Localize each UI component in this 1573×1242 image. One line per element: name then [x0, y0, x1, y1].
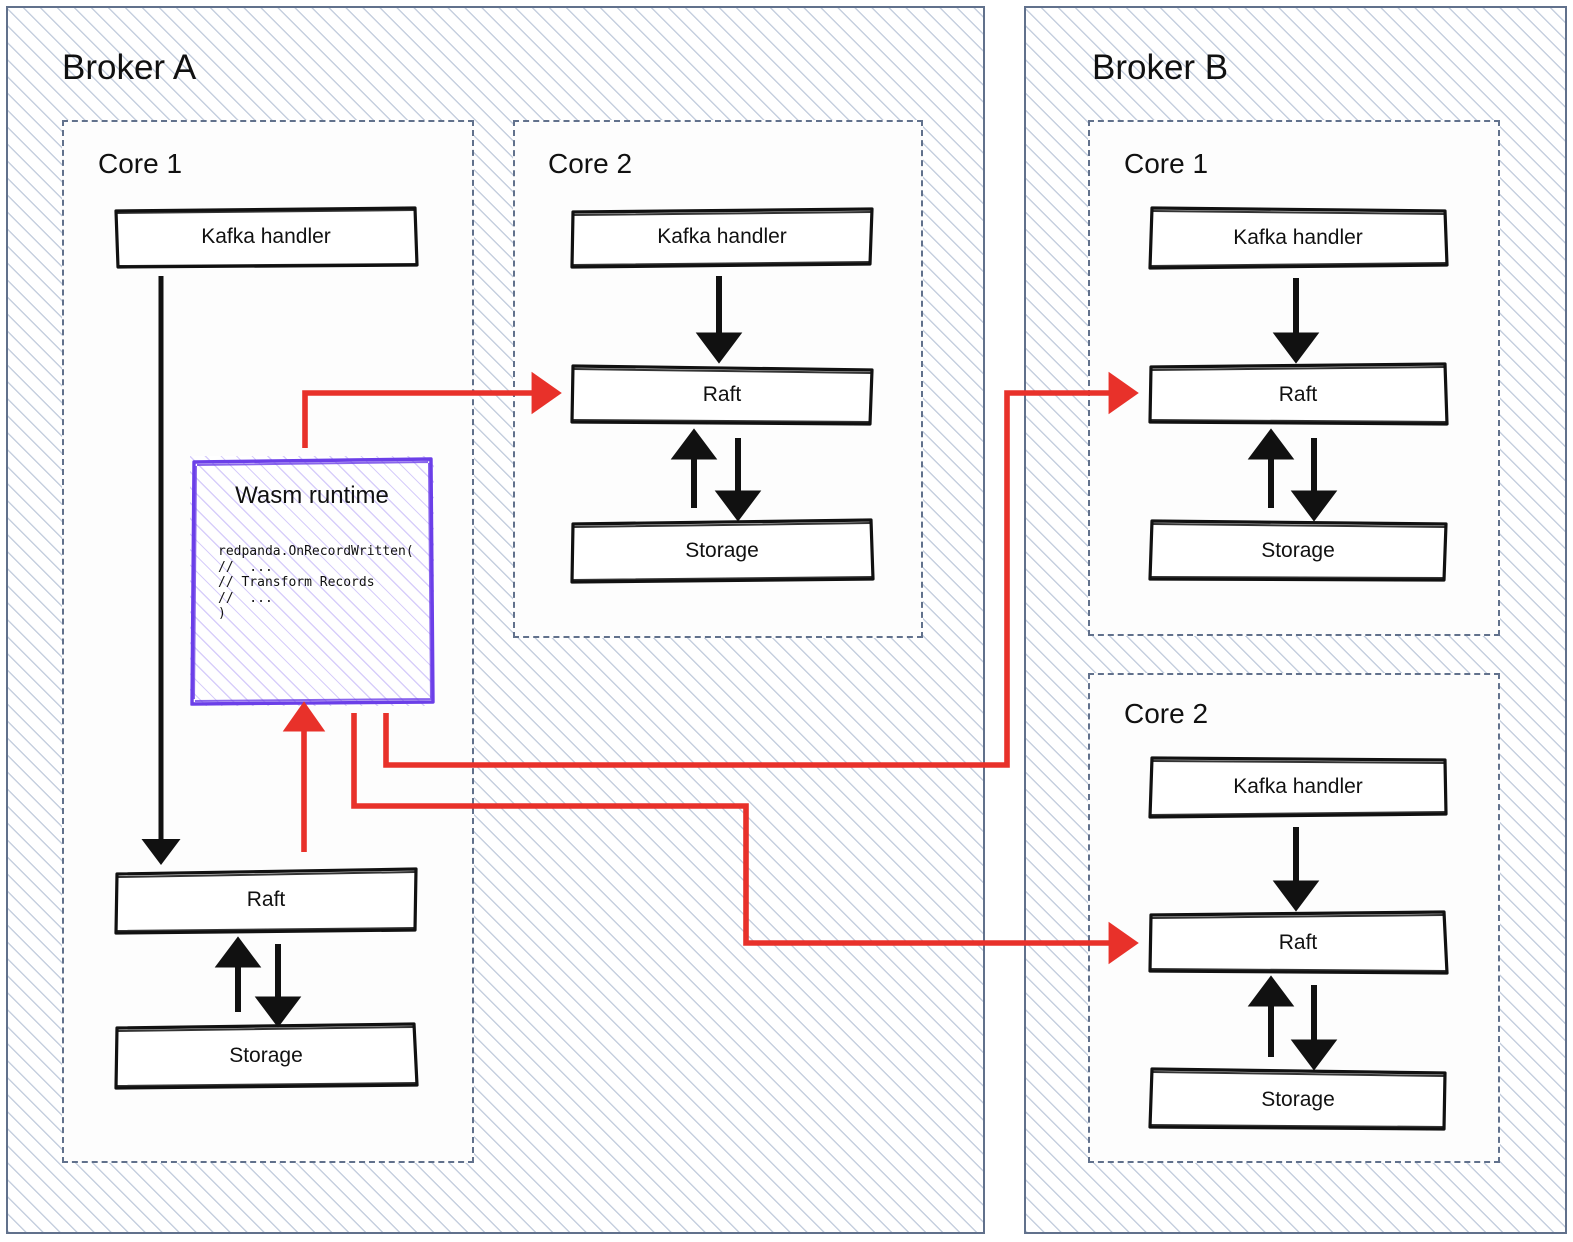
- node-ba-c1-storage[interactable]: Storage: [114, 1022, 419, 1090]
- broker-a-core-2-title: Core 2: [548, 148, 633, 179]
- node-bb-c2-storage[interactable]: Storage: [1148, 1067, 1448, 1133]
- wasm-runtime-title: Wasm runtime: [235, 482, 389, 509]
- broker-b-core-2-title: Core 2: [1124, 698, 1209, 729]
- node-ba-c1-kafka-handler[interactable]: Kafka handler: [114, 206, 419, 269]
- broker-b-title: Broker B: [1092, 48, 1229, 87]
- broker-b-core-1-title: Core 1: [1124, 148, 1209, 179]
- node-ba-c1-wasm-runtime[interactable]: Wasm runtime redpanda.OnRecordWritten( /…: [190, 456, 435, 706]
- node-bb-c1-storage[interactable]: Storage: [1148, 518, 1448, 584]
- node-bb-c2-kafka-handler[interactable]: Kafka handler: [1148, 755, 1448, 819]
- node-ba-c2-kafka-handler[interactable]: Kafka handler: [570, 206, 874, 269]
- broker-a-core-1-title: Core 1: [98, 148, 183, 179]
- node-bb-c1-raft[interactable]: Raft: [1148, 362, 1449, 428]
- node-bb-c1-kafka-handler[interactable]: Kafka handler: [1148, 206, 1449, 270]
- node-ba-c1-raft[interactable]: Raft: [114, 866, 418, 935]
- node-ba-c2-storage[interactable]: Storage: [570, 518, 875, 584]
- broker-a-title: Broker A: [62, 48, 197, 87]
- wasm-runtime-code: redpanda.OnRecordWritten( // ... // Tran…: [218, 544, 414, 621]
- node-ba-c2-raft[interactable]: Raft: [570, 362, 874, 428]
- node-bb-c2-raft[interactable]: Raft: [1148, 909, 1449, 977]
